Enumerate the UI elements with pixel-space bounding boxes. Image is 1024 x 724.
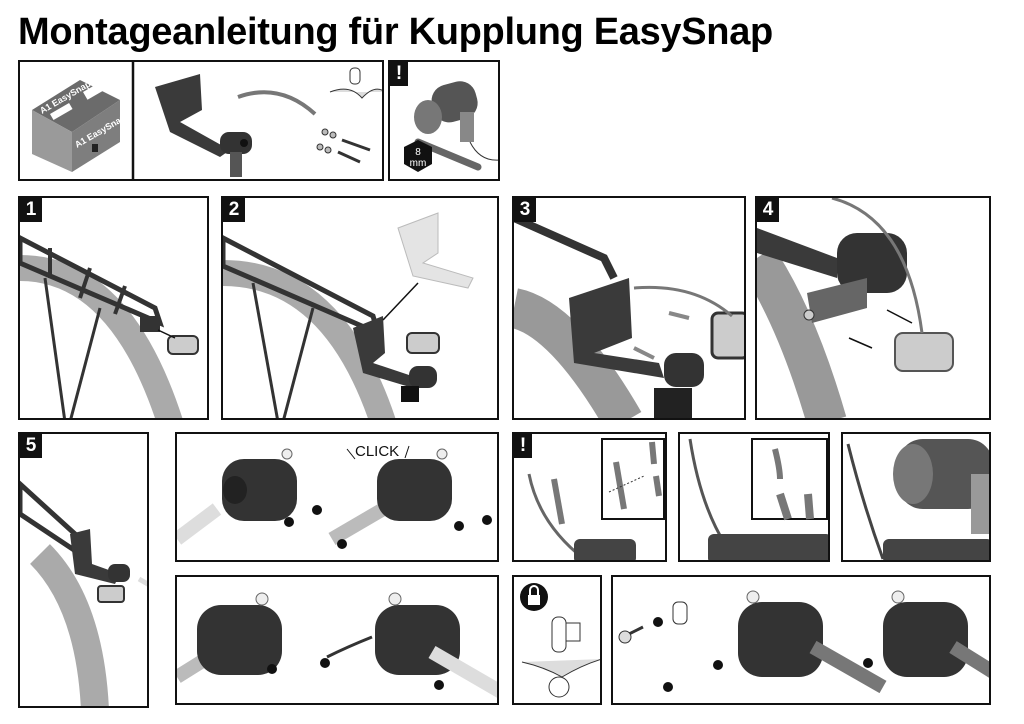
mounting-bracket-icon [155,74,252,177]
unlock-icon [284,517,294,527]
click-label: CLICK [355,443,399,460]
step-5-attach-detail: CLICK [175,432,499,562]
coupling-attach-illustration: CLICK [177,443,492,549]
coupling-detach-illustration [177,592,497,698]
rear-light-icon [167,335,199,355]
carrier-illustration [20,235,199,418]
step-5-panel: 5 [18,432,149,708]
heat-shrink-panel [841,432,991,562]
svg-text:mm: mm [410,158,427,169]
wrench-size-hexagon [404,140,432,172]
cable-icon [237,90,317,116]
step-4-panel: 4 [755,196,991,420]
tools-panel: ! 8 mm [388,60,500,181]
callout-1 [653,617,663,627]
callout-2 [663,682,673,692]
heat-gun-icon [414,81,498,161]
callout-2 [337,539,347,549]
dryer-wrench-illustration: 8 mm [404,81,498,172]
callout-2 [320,658,330,668]
keys-icon [521,659,600,678]
step-number: 5 [20,434,42,458]
coupling-overview-illustration [20,480,147,706]
callout-3 [454,521,464,531]
lock-cylinder-icon [329,67,382,99]
lock-install-panel [611,575,991,705]
cable-cut-illustration [527,438,665,560]
rear-light-icon [894,332,954,372]
callout-3 [434,680,444,690]
callout-1 [312,505,322,515]
heat-shrink-illustration [846,439,989,560]
bracket-attach-illustration [223,212,474,418]
warning-badge: ! [390,62,408,86]
parts-panel: A1 EasySnap A1 EasySnap [18,60,384,181]
cable-cut-panel: ! [512,432,667,562]
screws-icon [316,128,371,164]
callout-1 [267,664,277,674]
cable-sleeve-illustration [688,438,828,560]
page-title: Montageanleitung für Kupplung EasySnap [18,11,773,53]
step-number: 4 [757,198,779,222]
lock-install-illustration [618,590,989,694]
warning-badge: ! [514,434,532,458]
svg-text:8: 8 [415,147,421,158]
callout-3 [713,660,723,670]
step-3-panel: 3 [512,196,746,420]
parts-illustration: A1 EasySnap A1 EasySnap [32,62,382,179]
cable-sleeve-panel [678,432,830,562]
step-number: 1 [20,198,42,222]
lock-cylinder-icon [551,616,567,653]
step-2-panel: 2 [221,196,499,420]
bolt-bracket-illustration [514,214,744,418]
lock-kit-panel [512,575,602,705]
hand-press-icon [326,635,373,659]
step-number: 3 [514,198,536,222]
step-5-detach-detail [175,575,499,705]
reattach-light-illustration [757,198,954,418]
callout-4 [863,658,873,668]
lock-kit-illustration [520,583,600,698]
lock-icon [482,515,492,525]
product-box-icon: A1 EasySnap A1 EasySnap [32,78,128,172]
step-1-panel: 1 [18,196,209,420]
step-number: 2 [223,198,245,222]
